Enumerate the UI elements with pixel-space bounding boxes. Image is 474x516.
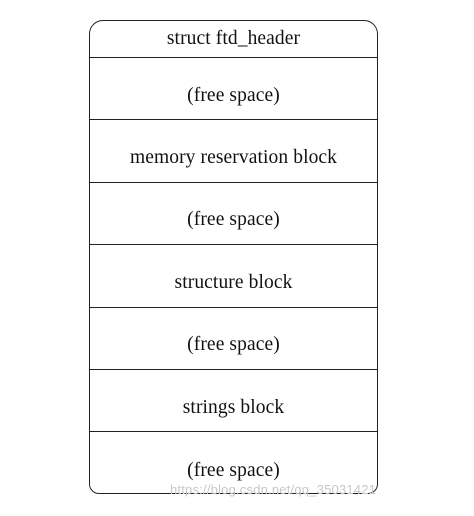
block-strings: strings block <box>90 370 377 433</box>
block-free-space-1: (free space) <box>90 58 377 121</box>
block-label: strings block <box>182 396 285 418</box>
block-label: memory reservation block <box>129 147 338 169</box>
block-label: (free space) <box>187 459 280 481</box>
block-memory-reservation: memory reservation block <box>90 120 377 183</box>
watermark-text: https://blog.csdn.net/qq_35031421 <box>170 482 377 497</box>
block-ftd-header: struct ftd_header <box>90 21 377 58</box>
block-free-space-2: (free space) <box>90 183 377 246</box>
memory-layout-stack: struct ftd_header (free space) memory re… <box>89 20 378 494</box>
block-structure: structure block <box>90 245 377 308</box>
block-free-space-3: (free space) <box>90 308 377 370</box>
block-label: (free space) <box>187 84 280 106</box>
block-label: structure block <box>174 271 293 293</box>
block-label: struct ftd_header <box>166 28 301 49</box>
block-label: (free space) <box>187 209 280 231</box>
block-label: (free space) <box>187 334 280 356</box>
block-free-space-4: (free space) <box>90 432 377 493</box>
